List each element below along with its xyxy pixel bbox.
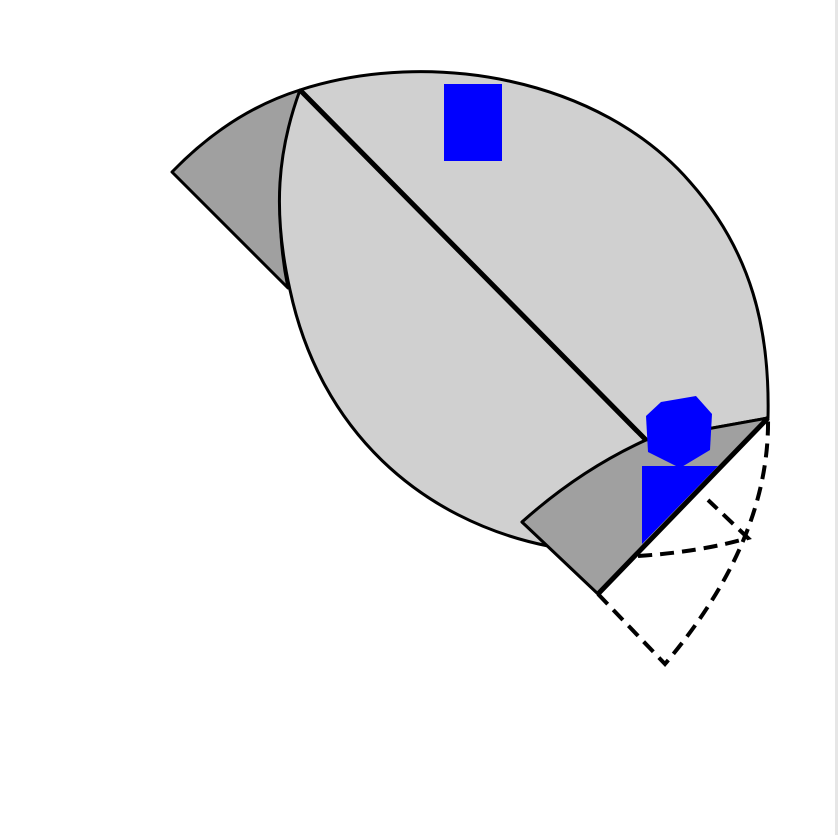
lower-wedge-edge-line xyxy=(596,416,770,596)
blue-rectangle-marker xyxy=(444,84,502,161)
dashed-outer-arc xyxy=(596,417,771,667)
blue-hexagon-marker xyxy=(646,396,712,468)
window-edge-strip xyxy=(835,0,838,835)
blue-trapezoid-marker xyxy=(642,466,718,544)
diagonal-chord-line xyxy=(298,88,648,442)
